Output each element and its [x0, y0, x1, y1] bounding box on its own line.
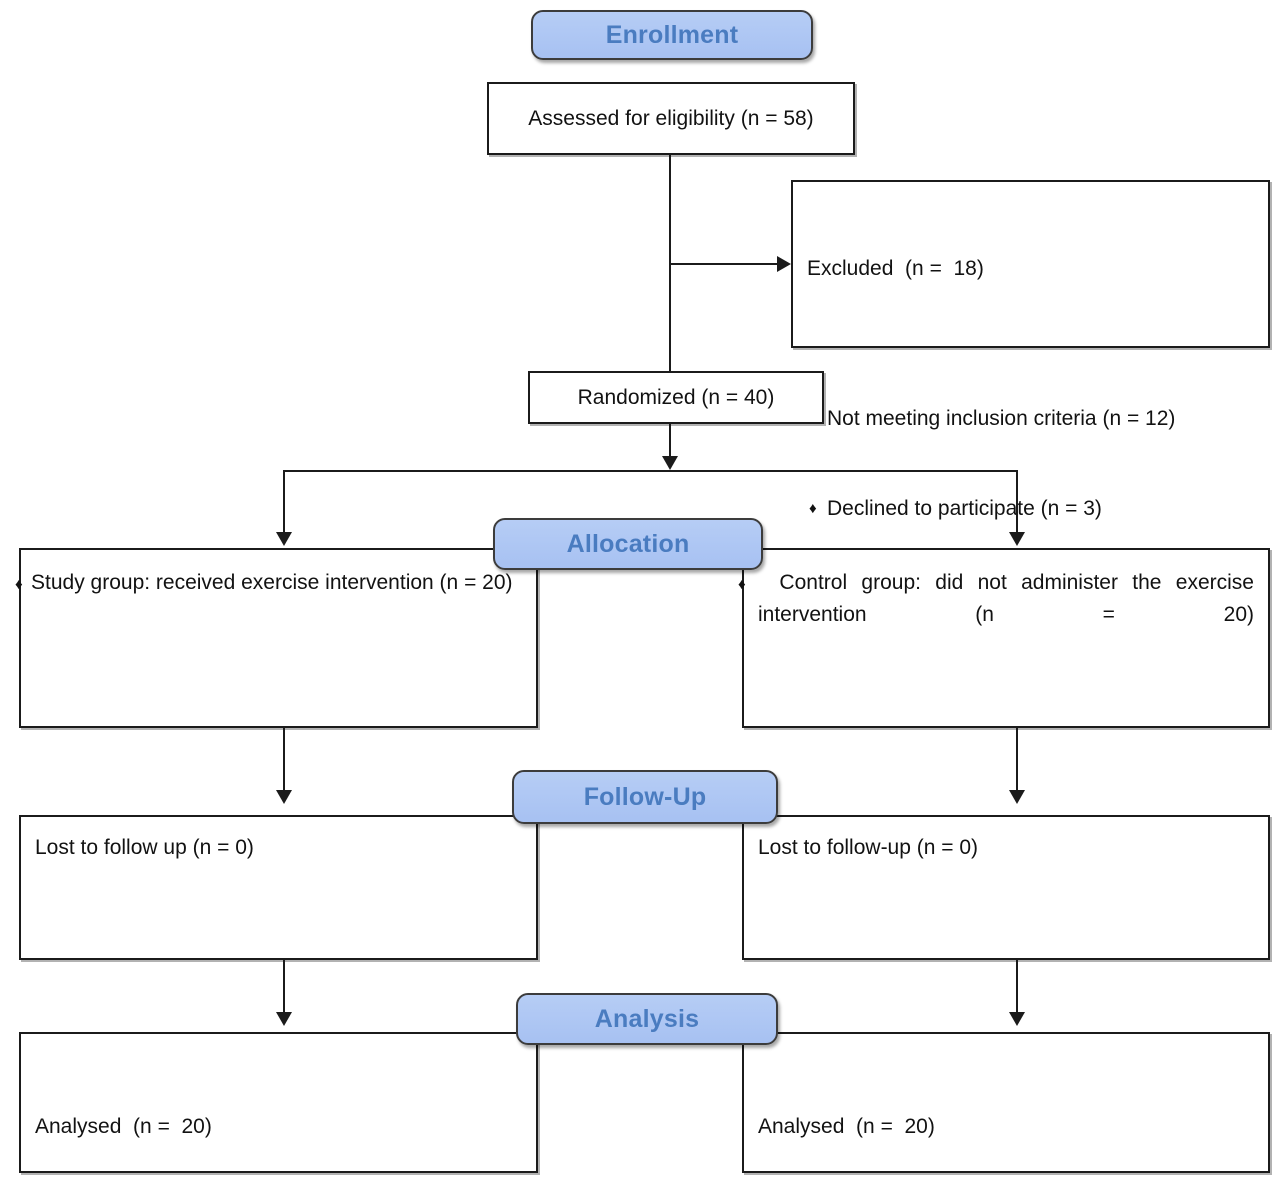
connector-left-allocation-to-followup — [283, 728, 285, 790]
excluded-heading: Excluded (n = 18) — [807, 257, 984, 280]
analysis-control-analysed-text: Analysed (n = 20) — [758, 1115, 935, 1138]
banner-analysis-label: Analysis — [594, 1004, 700, 1033]
allocation-study-group-text: Study group: received exercise intervent… — [21, 568, 536, 600]
banner-followup-label: Follow-Up — [583, 782, 707, 811]
analysis-study-group-body: Analysed (n = 20) Excluded from analysis… — [21, 1052, 536, 1185]
arrowhead-to-excluded — [777, 256, 791, 272]
connector-split-to-left-allocation — [283, 470, 285, 532]
banner-allocation-label: Allocation — [566, 529, 690, 558]
box-followup-study-group: Lost to follow up (n = 0) — [19, 815, 538, 960]
followup-control-group-text: Lost to follow-up (n = 0) — [758, 836, 979, 859]
analysis-control-group-body: Analysed (n = 20) Excluded from analysis… — [744, 1052, 1268, 1185]
connector-randomized-down — [669, 424, 671, 458]
excluded-reason-item: Declined to participate (n = 3) — [807, 494, 1254, 524]
box-excluded: Excluded (n = 18) Not meeting inclusion … — [791, 180, 1270, 614]
arrowhead-randomized-split — [662, 456, 678, 470]
box-assessed-for-eligibility: Assessed for eligibility (n = 58) — [487, 82, 855, 155]
banner-allocation: Allocation — [493, 518, 763, 570]
banner-analysis: Analysis — [516, 993, 778, 1045]
connector-right-allocation-to-followup — [1016, 728, 1018, 790]
arrowhead-left-followup — [276, 790, 292, 804]
connector-assessed-to-excluded — [669, 263, 777, 265]
allocation-control-group-text: Control group: did not administer the ex… — [744, 568, 1268, 660]
analysis-study-analysed-text: Analysed (n = 20) — [35, 1115, 212, 1138]
arrowhead-right-analysis — [1009, 1012, 1025, 1026]
connector-right-followup-to-analysis — [1016, 960, 1018, 1012]
followup-study-group-text: Lost to follow up (n = 0) — [35, 836, 254, 859]
banner-enrollment: Enrollment — [531, 10, 813, 60]
randomized-text: Randomized (n = 40) — [577, 385, 775, 409]
arrowhead-right-allocation — [1009, 532, 1025, 546]
connector-left-followup-to-analysis — [283, 960, 285, 1012]
box-analysis-study-group: Analysed (n = 20) Excluded from analysis… — [19, 1032, 538, 1173]
excluded-reason-item: Not meeting inclusion criteria (n = 12) — [807, 404, 1254, 434]
box-randomized: Randomized (n = 40) — [528, 371, 824, 424]
arrowhead-right-followup — [1009, 790, 1025, 804]
assessed-for-eligibility-text: Assessed for eligibility (n = 58) — [528, 106, 814, 130]
split-line-allocation — [283, 470, 1018, 472]
arrowhead-left-allocation — [276, 532, 292, 546]
box-allocation-study-group: Study group: received exercise intervent… — [19, 548, 538, 728]
banner-enrollment-label: Enrollment — [605, 20, 739, 49]
box-followup-control-group: Lost to follow-up (n = 0) — [742, 815, 1270, 960]
arrowhead-left-analysis — [276, 1012, 292, 1026]
banner-followup: Follow-Up — [512, 770, 778, 824]
connector-split-to-right-allocation — [1016, 470, 1018, 532]
box-allocation-control-group: Control group: did not administer the ex… — [742, 548, 1270, 728]
box-analysis-control-group: Analysed (n = 20) Excluded from analysis… — [742, 1032, 1270, 1173]
